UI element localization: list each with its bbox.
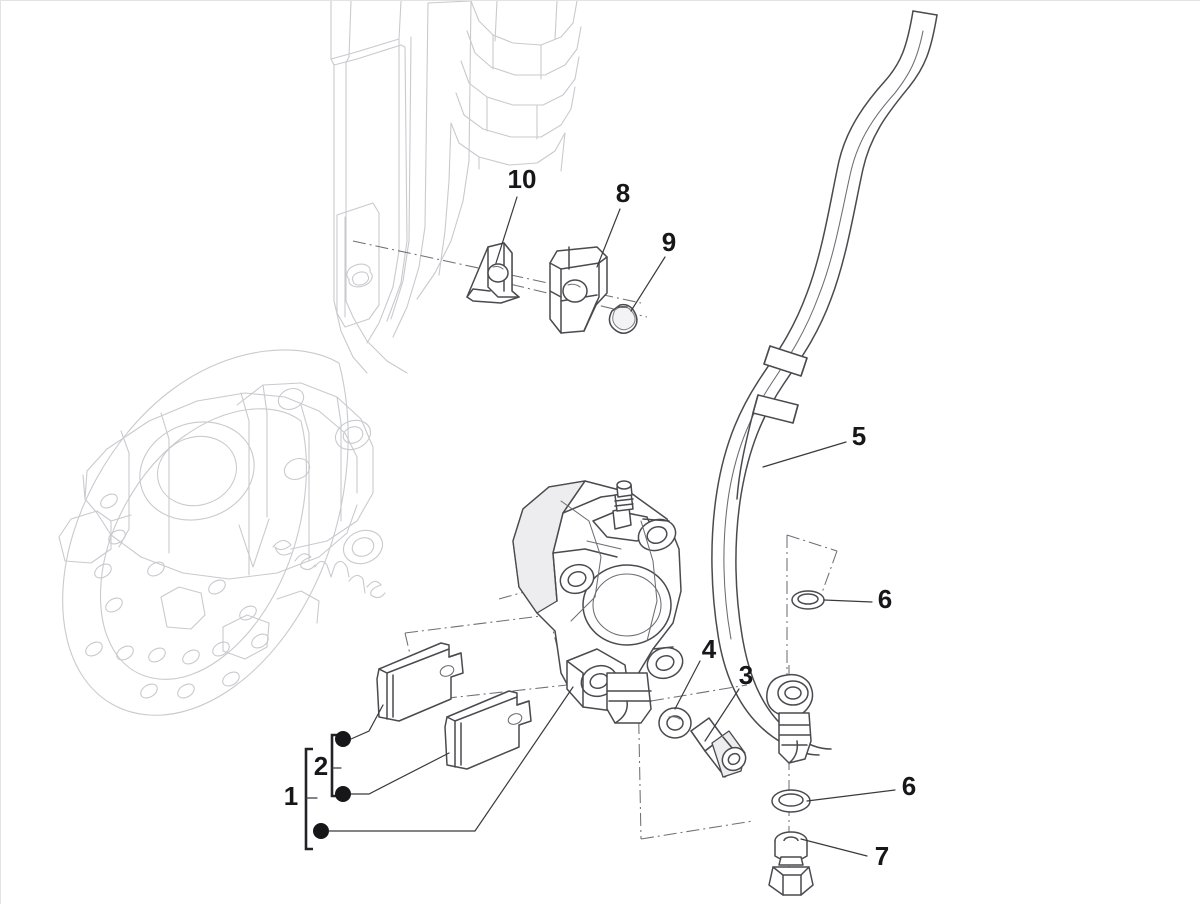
part-4-flat-washer[interactable] xyxy=(658,707,692,739)
leader-4 xyxy=(674,660,701,710)
axis-hose-washer xyxy=(818,550,838,602)
callout-7-banjo-bolt: 7 xyxy=(875,841,889,871)
background-assembly xyxy=(58,1,582,716)
leader-6-lower xyxy=(806,789,896,802)
axis-bolt xyxy=(650,684,748,702)
part-6-sealing-washer-upper[interactable] xyxy=(791,590,825,610)
axis-hose-upper-diag xyxy=(786,534,838,552)
hose-banjo-head xyxy=(766,673,814,764)
leader-6-upper xyxy=(823,599,873,603)
front-fork-leg xyxy=(330,1,472,374)
part-3-caliper-mounting-bolt[interactable] xyxy=(690,717,750,778)
callout-6-upper-sealing-washer: 6 xyxy=(878,584,892,614)
callout-1-pad-kit-group: 1 xyxy=(284,781,298,811)
bracket-group-1 xyxy=(304,747,313,851)
bullet-pad-lower xyxy=(335,786,351,802)
leader-9 xyxy=(630,256,666,312)
callout-6-lower-sealing-washer: 6 xyxy=(902,771,916,801)
callout-2-pad-pair-group: 2 xyxy=(314,751,328,781)
vespa-logo xyxy=(238,518,386,599)
wheel-hub xyxy=(58,382,386,660)
part-2-brake-pad-upper[interactable] xyxy=(376,642,464,722)
bullet-pad-upper xyxy=(335,731,351,747)
part-2-brake-pad-lower[interactable] xyxy=(444,690,532,770)
axis-bottom xyxy=(640,820,754,840)
bullet-pad-kit xyxy=(313,823,329,839)
part-9-clamp-clip[interactable] xyxy=(608,303,638,334)
leader-pad-kit xyxy=(328,686,574,832)
callout-9-clip: 9 xyxy=(662,227,676,257)
axis-pad-upper xyxy=(404,614,550,634)
part-10-hose-guide-bracket[interactable] xyxy=(466,242,520,304)
brake-caliper-assembly[interactable] xyxy=(512,480,687,724)
leader-10 xyxy=(495,196,518,264)
part-8-hose-clamp-block[interactable] xyxy=(549,246,608,334)
leader-pad-lower xyxy=(350,752,450,795)
leader-3 xyxy=(704,688,740,742)
callout-5-brake-hose: 5 xyxy=(852,421,866,451)
leader-5 xyxy=(762,441,847,468)
brake-disc xyxy=(62,349,349,716)
part-7-banjo-bolt[interactable] xyxy=(768,831,814,896)
callout-8-hose-clamp: 8 xyxy=(616,178,630,208)
callout-4-washer: 4 xyxy=(702,634,717,664)
fork-gaiter-spring xyxy=(438,1,582,276)
leader-8 xyxy=(596,208,621,268)
group-brackets xyxy=(304,731,351,851)
callout-numbers: 1 2 3 4 5 6 6 7 8 9 10 xyxy=(284,164,916,871)
part-5-front-brake-hose[interactable] xyxy=(711,10,938,764)
callout-10-bracket: 10 xyxy=(508,164,537,194)
callout-3-caliper-bolt: 3 xyxy=(739,660,753,690)
leader-pad-upper xyxy=(350,704,384,740)
part-6-sealing-washer-lower[interactable] xyxy=(771,789,811,813)
leader-lines xyxy=(328,196,896,857)
leader-7 xyxy=(800,838,868,857)
